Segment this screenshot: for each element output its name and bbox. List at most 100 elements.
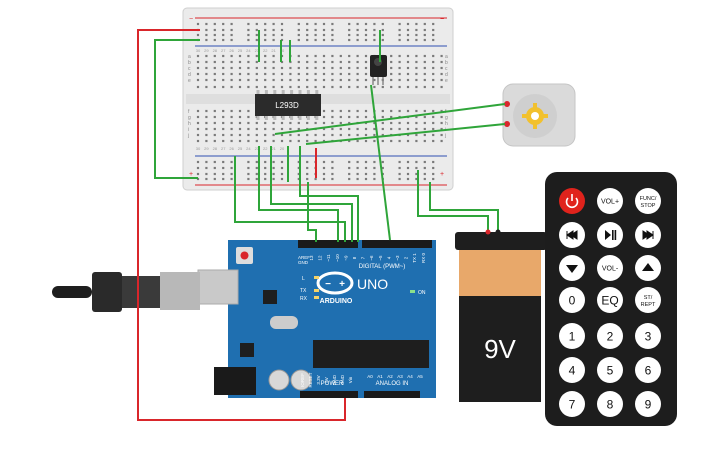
remote-button-2[interactable]: 2 [597,323,623,349]
remote-button-label: ST/ [644,295,653,301]
breadboard-row-letter: e [445,78,448,84]
up-button[interactable] [635,255,661,281]
on-label: ON [418,290,426,296]
breadboard-column-number: 22 [263,146,268,151]
battery-9v[interactable]: 9V [455,232,547,402]
breadboard-row-letter: c [445,66,448,72]
svg-text:−: − [440,16,444,23]
remote-button-3[interactable]: 3 [635,323,661,349]
arduino-pin-label: 3.3V [316,375,321,384]
breadboard-row-letter: j [444,133,446,139]
remote-button-label: STOP [641,203,656,209]
usb-cable [52,272,200,312]
remote-button-9[interactable]: 9 [635,391,661,417]
arduino-pin-label: RESET [308,372,313,387]
fast-forward-button[interactable] [635,222,661,248]
breadboard-column-number: 23 [255,48,260,53]
breadboard-row-letter: a [188,54,191,60]
remote-button-7[interactable]: 7 [559,391,585,417]
remote-button-label: 4 [569,364,576,378]
breadboard-row-letter: c [188,66,191,72]
power-header-label: POWER [321,381,344,387]
remote-button-label: VOL+ [601,199,619,206]
remote-button-vol-[interactable]: VOL+ [597,188,623,214]
remote-button-vol-[interactable]: VOL- [597,255,623,281]
arduino-pin-label: 7 [361,256,366,259]
remote-button-5[interactable]: 5 [597,357,623,383]
arduino-uno[interactable]: − + ARDUINO UNO DIGITAL (PWM~) POWER ANA… [197,240,436,398]
arduino-pin-label: TX 1 [412,253,417,263]
breadboard-column-number: 20 [280,146,285,151]
breadboard-column-number: 27 [221,48,226,53]
breadboard-column-number: 30 [196,146,201,151]
ir-receiver[interactable] [370,55,387,85]
tx-label: TX [300,288,307,294]
arduino-pin-label: A1 [377,374,383,379]
remote-button-6[interactable]: 6 [635,357,661,383]
gnd-label: GND [298,260,309,265]
arduino-pin-label: ~9 [343,255,348,261]
remote-button-8[interactable]: 8 [597,391,623,417]
arduino-pin-label: A4 [407,374,413,379]
rewind-button[interactable] [559,222,585,248]
breadboard-row-letter: h [445,121,448,127]
reset-button[interactable] [240,251,249,260]
arduino-pin-label: 2 [404,256,409,259]
rx-label: RX [300,296,308,302]
arduino-pin-label: ~3 [395,255,400,261]
remote-button-label: 3 [645,330,652,344]
down-button[interactable] [559,255,585,281]
remote-button-label: 8 [607,398,614,412]
breadboard-row-letter: g [188,115,191,121]
dc-motor[interactable] [502,83,576,147]
remote-button-label: 9 [645,398,652,412]
fast-forward-icon [642,230,654,240]
rewind-icon [566,230,578,240]
remote-button-func-stop[interactable]: FUNC/STOP [635,188,661,214]
arduino-pin-label: A2 [387,374,393,379]
play-pause-button[interactable] [597,222,623,248]
breadboard-column-number: 21 [271,146,276,151]
arduino-pin-label: ~10 [335,254,340,262]
remote-button-label: VOL- [602,266,619,273]
chip-pins [256,90,319,120]
breadboard-column-number: 26 [229,48,234,53]
motor-driver-chip[interactable]: L293D [255,90,321,120]
arduino-pin-label: A0 [367,374,373,379]
remote-button-label: 6 [645,364,652,378]
remote-button-st-rept[interactable]: ST/REPT [635,287,661,313]
power-button[interactable] [559,188,585,214]
remote-button-eq[interactable]: EQ [597,287,623,313]
arduino-pin-label: Vin [348,376,353,383]
breadboard-row-letter: e [188,78,191,84]
down-icon [566,265,578,273]
remote-button-4[interactable]: 4 [559,357,585,383]
breadboard-column-number: 25 [238,48,243,53]
remote-button-label: 7 [569,398,576,412]
breadboard-column-number: 28 [213,146,218,151]
remote-button-0[interactable]: 0 [559,287,585,313]
breadboard-column-number: 29 [204,48,209,53]
breadboard-column-number: 29 [204,146,209,151]
svg-text:−: − [189,16,193,23]
breadboard-row-letter: f [188,109,190,115]
digital-header-label: DIGITAL (PWM~) [359,264,406,270]
analog-header-label: ANALOG IN [376,381,409,387]
remote-button-label: REPT [641,302,656,308]
breadboard-column-number: 26 [229,146,234,151]
motor-gear-icon [522,103,548,129]
arduino-logo: − + [316,271,354,295]
arduino-pin-label: ~6 [369,255,374,261]
wires [137,29,506,421]
svg-text:+: + [189,171,193,178]
play-pause-icon [605,230,617,240]
aref-label: AREF [298,255,310,260]
remote-button-1[interactable]: 1 [559,323,585,349]
breadboard-row-letter: b [445,60,448,66]
breadboard-column-number: 24 [246,146,251,151]
